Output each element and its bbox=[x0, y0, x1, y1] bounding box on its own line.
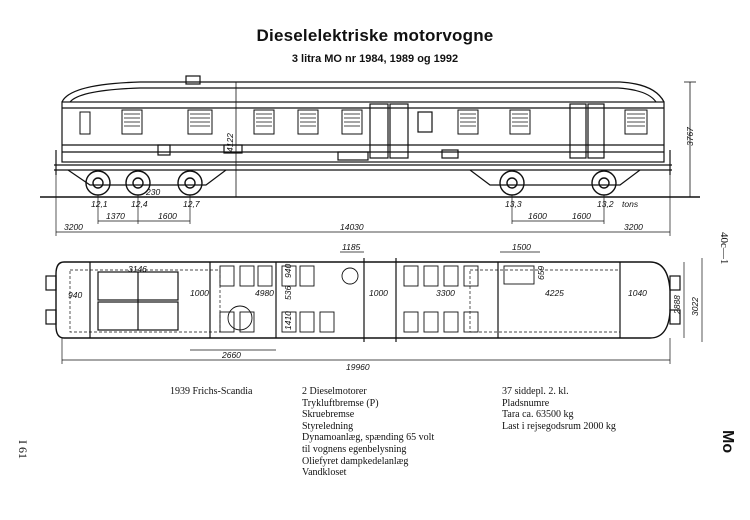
equipment-line-8: Vandkloset bbox=[302, 467, 347, 479]
dim-width-outer: 3022 bbox=[690, 297, 700, 316]
plan-view bbox=[45, 251, 703, 364]
axle-load-2: 12,4 bbox=[131, 199, 148, 209]
axle-load-1: 12,1 bbox=[91, 199, 108, 209]
room-dim-6: 536 bbox=[283, 286, 293, 300]
plan-view-dims: 1185 1500 3146 940 1000 4980 940 536 100… bbox=[68, 242, 700, 372]
capacity-info: 37 siddepl. 2. kl. Pladsnumre Tara ca. 6… bbox=[502, 386, 616, 432]
dim-row1-a: 1370 bbox=[106, 211, 125, 221]
dim-row2-b: 14030 bbox=[340, 222, 364, 232]
page-reference: I 61 bbox=[16, 440, 30, 459]
dim-bottom-b: 19960 bbox=[346, 362, 370, 372]
builder-info: 1939 Frichs-Scandia bbox=[170, 386, 253, 398]
room-dim-3: 1000 bbox=[190, 288, 209, 298]
dim-bottom-a: 2660 bbox=[221, 350, 241, 360]
equipment-line-7: Oliefyret dampkedelanlæg bbox=[302, 455, 409, 467]
dim-height-total: 3767 bbox=[685, 127, 695, 146]
equipment-list: 2 Dieselmotorer Trykluftbremse (P) Skrue… bbox=[302, 386, 434, 479]
room-dim-10: 1040 bbox=[628, 288, 647, 298]
page-title: Dieselelektriske motorvogne bbox=[256, 26, 494, 45]
equipment-line-4: Styreledning bbox=[302, 420, 354, 432]
builder-line: 1939 Frichs-Scandia bbox=[170, 386, 253, 397]
type-code: Mo bbox=[719, 430, 736, 454]
room-dim-12: 1410 bbox=[283, 311, 293, 330]
dim-row1-c: 1600 bbox=[528, 211, 547, 221]
dim-row2-c: 3200 bbox=[624, 222, 643, 232]
room-dim-7: 1000 bbox=[369, 288, 388, 298]
room-dim-5: 940 bbox=[283, 264, 293, 278]
dim-width-inner: 2888 bbox=[672, 295, 682, 315]
side-view bbox=[40, 75, 700, 236]
dim-axle-offset: 230 bbox=[145, 187, 160, 197]
equipment-line-2: Trykluftbremse (P) bbox=[302, 397, 379, 409]
room-dim-4: 4980 bbox=[255, 288, 274, 298]
dim-height-body: 4122 bbox=[225, 133, 235, 152]
room-dim-1: 3146 bbox=[128, 264, 147, 274]
dim-top-a: 1185 bbox=[342, 242, 361, 252]
room-dim-8: 3300 bbox=[436, 288, 455, 298]
sheet-reference: 40c—1 bbox=[718, 232, 730, 265]
page-subtitle: 3 litra MO nr 1984, 1989 og 1992 bbox=[291, 53, 459, 65]
equipment-line-1: 2 Dieselmotorer bbox=[302, 386, 367, 397]
dim-row1-b: 1600 bbox=[158, 211, 177, 221]
equipment-line-6: til vognens egenbelysning bbox=[302, 443, 407, 455]
axle-load-3: 12,7 bbox=[183, 199, 200, 209]
capacity-line-1: 37 siddepl. 2. kl. bbox=[502, 386, 569, 397]
axle-load-4: 13,3 bbox=[505, 199, 522, 209]
equipment-line-5: Dynamoanlæg, spænding 65 volt bbox=[302, 432, 435, 444]
room-dim-11: 659 bbox=[536, 266, 546, 280]
capacity-line-2: Pladsnumre bbox=[502, 397, 550, 409]
room-dim-2: 940 bbox=[68, 290, 82, 300]
axle-load-unit: tons bbox=[622, 199, 639, 209]
capacity-line-4: Last i rejsegodsrum 2000 kg bbox=[502, 420, 616, 432]
room-dim-9: 4225 bbox=[545, 288, 564, 298]
dim-top-b: 1500 bbox=[512, 242, 531, 252]
side-view-dims: 3767 4122 230 12,1 12,4 12,7 13,3 13,2 t… bbox=[64, 127, 695, 232]
dim-row1-d: 1600 bbox=[572, 211, 591, 221]
capacity-line-3: Tara ca. 63500 kg bbox=[502, 409, 574, 421]
dim-row2-a: 3200 bbox=[64, 222, 83, 232]
equipment-line-3: Skruebremse bbox=[302, 409, 355, 421]
axle-load-5: 13,2 bbox=[597, 199, 614, 209]
